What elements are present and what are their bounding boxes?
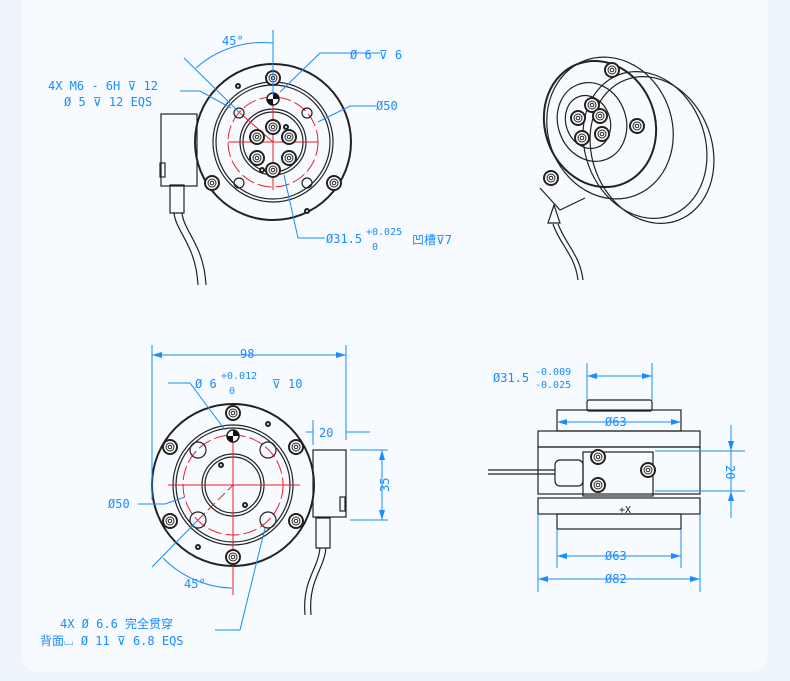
outer-dia: Ø82 [605, 572, 627, 586]
through-hole-spec-line1: 4X Ø 6.6 完全贯穿 [60, 616, 173, 631]
boss-dia: Ø31.5 [493, 371, 529, 385]
body-height-dim: 20 [723, 465, 737, 479]
recess-depth: 凹槽⊽7 [412, 233, 452, 247]
bottom-pin-hole: Ø 6 [195, 377, 217, 391]
side-view: +X Ø31.5 -0.009 -0.025 Ø63 20 Ø63 Ø82 [488, 363, 745, 592]
recess-tol-lower: 0 [372, 242, 378, 253]
pin-depth: ⊽ 10 [272, 377, 302, 391]
boss-tol-upper: -0.009 [535, 367, 571, 378]
bottom-circle-dia: Ø50 [108, 497, 130, 511]
bottom-flange-dia: Ø63 [605, 549, 627, 563]
isometric-view [539, 56, 715, 281]
bottom-angle-label: 45° [184, 577, 206, 591]
top-view: 45° Ø 6 ⊽ 6 4X M6 - 6H ⊽ 12 Ø 5 ⊽ 12 EQS… [48, 30, 452, 286]
connector-housing [312, 449, 347, 518]
connector-offset-dim: 20 [319, 426, 333, 440]
recess-tol-upper: +0.025 [366, 227, 402, 238]
pin-tol-lower: 0 [229, 386, 235, 397]
boss-tol-lower: -0.025 [535, 380, 571, 391]
drawing-sheet [22, 0, 768, 672]
iso-cable [552, 223, 584, 281]
cable-gland [315, 517, 331, 549]
cable [173, 212, 207, 286]
connector-height-dim: 35 [378, 478, 392, 492]
recess-dia: Ø31.5 [326, 232, 362, 246]
through-hole-spec-line2: 背面⌴ Ø 11 ⊽ 6.8 EQS [40, 634, 184, 648]
top-pin-hole-label: Ø 6 ⊽ 6 [350, 48, 402, 62]
pin-tol-upper: +0.012 [221, 371, 257, 382]
top-angle-label: 45° [222, 34, 244, 48]
boss [586, 399, 653, 412]
cable-gland [169, 184, 185, 214]
top-flange-dia: Ø63 [605, 415, 627, 429]
connector-housing [160, 113, 198, 187]
thread-spec-line1: 4X M6 - 6H ⊽ 12 [48, 79, 158, 93]
width-dim: 98 [240, 347, 254, 361]
bottom-view: 98 Ø 6 +0.012 0 ⊽ 10 20 35 Ø50 45° 4X Ø … [40, 345, 392, 648]
thread-spec-line2: Ø 5 ⊽ 12 EQS [64, 95, 152, 109]
top-circle-dia: Ø50 [376, 99, 398, 113]
axis-mark: +X [619, 505, 631, 516]
